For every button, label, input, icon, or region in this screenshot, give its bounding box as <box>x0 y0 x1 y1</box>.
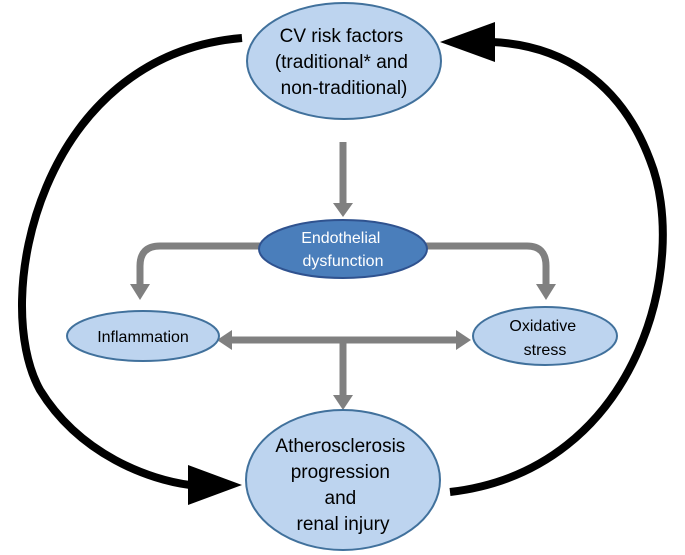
node-oxidative-stress: Oxidative stress <box>472 306 618 366</box>
node-atherosclerosis: Atherosclerosis progression and renal in… <box>245 409 441 551</box>
oxidative-line-1: Oxidative <box>509 318 576 335</box>
atherosclerosis-line-2: progression <box>291 462 390 483</box>
atherosclerosis-line-3: and <box>325 488 357 509</box>
svg-text:Inflammation: Inflammation <box>97 329 189 346</box>
cycle-arrow-right <box>440 22 667 496</box>
svg-text:Atherosclerosis progress: Atherosclerosis progression and renal in… <box>275 436 410 535</box>
oxidative-line-2: stress <box>524 342 567 359</box>
endothelial-line-1: Endothelial <box>301 230 380 247</box>
cycle-arrow-left <box>18 34 243 505</box>
arrow-cv-to-endothelial <box>333 142 353 217</box>
node-inflammation: Inflammation <box>66 310 220 362</box>
arrow-endothelial-to-oxidative <box>425 242 556 300</box>
svg-text:CV risk factors (traditi: CV risk factors (traditional* and non-tr… <box>275 26 413 99</box>
node-cv-risk-factors: CV risk factors (traditional* and non-tr… <box>246 2 442 120</box>
inflammation-label: Inflammation <box>97 329 189 346</box>
arrow-to-atherosclerosis <box>333 340 353 410</box>
atherosclerosis-line-4: renal injury <box>297 514 390 535</box>
cv-risk-line-3: non-traditional) <box>281 78 408 99</box>
endothelial-line-2: dysfunction <box>303 253 384 270</box>
arrow-endothelial-to-inflammation <box>130 242 262 300</box>
svg-text:Oxidative stress: Oxidative stress <box>509 318 580 359</box>
atherosclerosis-line-1: Atherosclerosis <box>275 436 405 457</box>
cv-risk-line-1: CV risk factors <box>280 26 404 47</box>
cv-risk-line-2: (traditional* and <box>275 52 408 73</box>
node-endothelial-dysfunction: Endothelial dysfunction <box>258 219 428 279</box>
svg-text:Endothelial dysfunction: Endothelial dysfunction <box>301 230 385 270</box>
